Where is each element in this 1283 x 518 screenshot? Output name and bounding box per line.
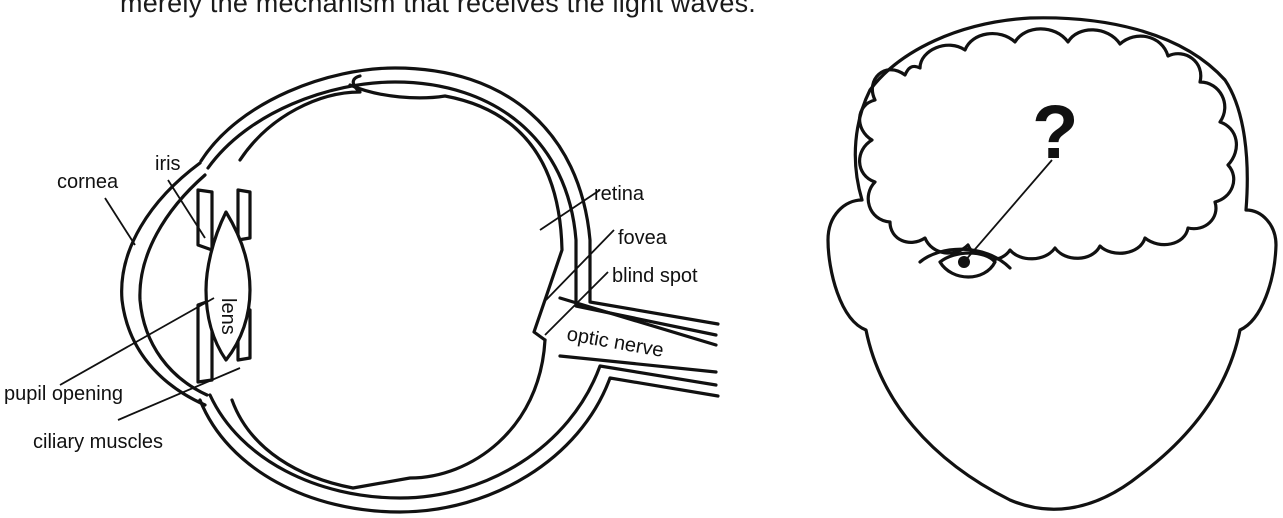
label-cornea: cornea: [57, 171, 119, 193]
eye-to-brain-line: [964, 160, 1052, 262]
label-iris: iris: [155, 153, 181, 175]
label-optic-nerve: optic nerve: [565, 323, 665, 362]
label-fovea: fovea: [618, 227, 668, 249]
brain-question-mark: ?: [1032, 90, 1078, 175]
retina-layer: [350, 85, 562, 340]
ciliary-upper: [238, 190, 250, 240]
leader-lines: [60, 180, 614, 420]
optic-nerve-lower: [560, 356, 716, 372]
label-lens: lens: [217, 298, 239, 335]
iris-upper: [198, 190, 212, 250]
label-blind-spot: blind spot: [612, 265, 698, 287]
label-pupil-opening: pupil opening: [4, 383, 123, 405]
label-retina: retina: [594, 183, 645, 205]
cornea-shape: [122, 163, 205, 405]
eyeball: [122, 68, 718, 512]
choroid-layer: [208, 82, 716, 335]
sclera-outer-lower: [200, 378, 718, 512]
label-ciliary-muscles: ciliary muscles: [33, 431, 163, 453]
choroid-layer-lower: [210, 366, 716, 498]
